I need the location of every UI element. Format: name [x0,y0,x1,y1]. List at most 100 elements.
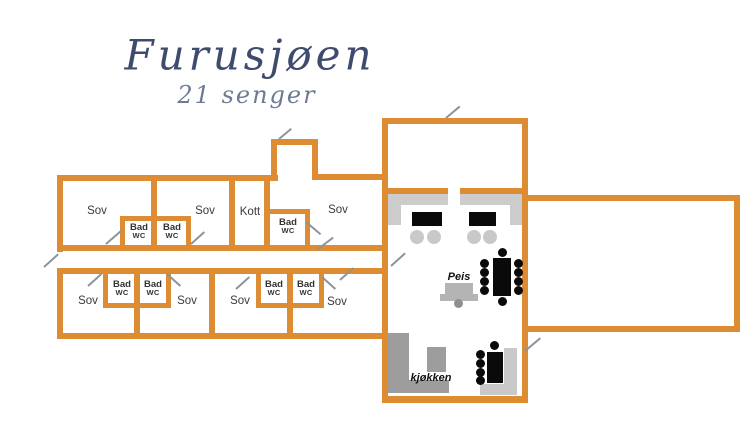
door-line-sov4 [87,273,103,287]
wall-badwc4-left [103,268,108,308]
wall-badwc3-right [305,209,310,250]
wall-annex-top [528,195,740,201]
fireplace-icon [445,283,473,296]
kitchen-counter-right-bottom [480,384,517,395]
wall-main-interior-right [460,188,522,194]
room-label-badwc-2: Bad WC [163,222,181,240]
wall-badwc6-bottom [256,303,292,308]
badwc-line1: Bad [130,222,148,233]
kitchen-counter-bottom [388,380,449,393]
badwc-line1: Bad [144,279,162,290]
wall-lower-left [57,268,63,339]
wall-annex-bottom [528,326,740,332]
wall-badwc3-top [264,209,310,214]
plan-subtitle: 21 senger [177,81,317,109]
wall-lower-top [57,268,382,274]
door-line-main-entrance [445,105,461,119]
chair [514,268,523,277]
room-label-sov-2: Sov [195,205,215,217]
wall-lower-divider-2 [209,268,215,338]
badwc-line2: WC [267,288,281,297]
stool [410,230,424,244]
chair [480,259,489,268]
wall-badwc5-right [166,268,171,308]
chair [480,286,489,295]
wall-annex-right [734,195,740,332]
kitchen-counter-right [504,348,517,385]
wall-badwc1-left [120,216,125,250]
fireplace-knob [454,299,463,308]
room-label-sov-6: Sov [230,295,250,307]
wall-badwc1-top [120,216,156,221]
wall-badwc5-bottom [136,303,171,308]
kitchen-table [487,352,503,383]
wall-upper-top-left [57,175,278,181]
chair [476,376,485,385]
room-label-sov-4: Sov [78,295,98,307]
kitchen-counter-left [388,333,409,393]
room-label-peis: Peis [447,271,471,283]
badwc-line2: WC [165,231,179,240]
chair [476,350,485,359]
room-label-badwc-6: Bad WC [265,279,283,297]
room-label-badwc-5: Bad WC [144,279,162,297]
chair [514,277,523,286]
wall-badwc7-right [319,268,324,308]
door-line-sov2 [190,231,206,245]
wall-badwc2-right [186,216,191,250]
room-label-sov-7: Sov [327,296,347,308]
fireplace-base [440,294,478,301]
wall-badwc4-bottom [103,303,139,308]
wall-porch-top [271,139,318,145]
chair [490,341,499,350]
chair [514,286,523,295]
hall-table-2 [469,212,496,226]
room-label-sov-3: Sov [328,204,348,216]
room-label-sov-1: Sov [87,205,107,217]
room-label-badwc-3: Bad WC [279,217,297,235]
badwc-line1: Bad [163,222,181,233]
wall-upper-bottom [57,245,382,251]
badwc-line1: Bad [265,279,283,290]
badwc-line2: WC [115,288,129,297]
room-label-kjokken: kjøkken [410,372,452,384]
plan-title: Furusjøen [124,30,376,80]
chair [498,297,507,306]
hall-table-1 [412,212,442,226]
wall-badwc6-left [256,268,261,308]
wall-upper-divider-1 [151,175,157,251]
stool [467,230,481,244]
room-label-badwc-7: Bad WC [297,279,315,297]
badwc-line2: WC [146,288,160,297]
wall-badwc2-top [152,216,191,221]
door-line-porch [278,127,292,140]
wall-upper-divider-2 [229,175,235,251]
chair [498,248,507,257]
chair [480,277,489,286]
badwc-line2: WC [132,231,146,240]
dining-table [493,258,511,296]
chair [514,259,523,268]
wall-main-right [522,118,528,403]
wall-porch-right [312,139,318,180]
badwc-line1: Bad [297,279,315,290]
chair [476,368,485,377]
kitchen-island [427,347,446,372]
wall-main-left [382,118,388,403]
room-label-sov-5: Sov [177,295,197,307]
door-line-sov6 [235,276,251,290]
stool [483,230,497,244]
bench-top-right [460,194,522,205]
room-label-badwc-4: Bad WC [113,279,131,297]
wall-main-bottom [382,396,528,403]
bench-left-column [388,194,401,225]
room-label-kott: Kott [239,206,261,218]
door-line-corridor-entrance [43,253,59,268]
wall-upper-left [57,175,63,252]
badwc-line1: Bad [113,279,131,290]
chair [476,359,485,368]
wall-upper-top-right [312,174,382,180]
bench-top-left [388,194,448,205]
badwc-line1: Bad [279,217,297,228]
